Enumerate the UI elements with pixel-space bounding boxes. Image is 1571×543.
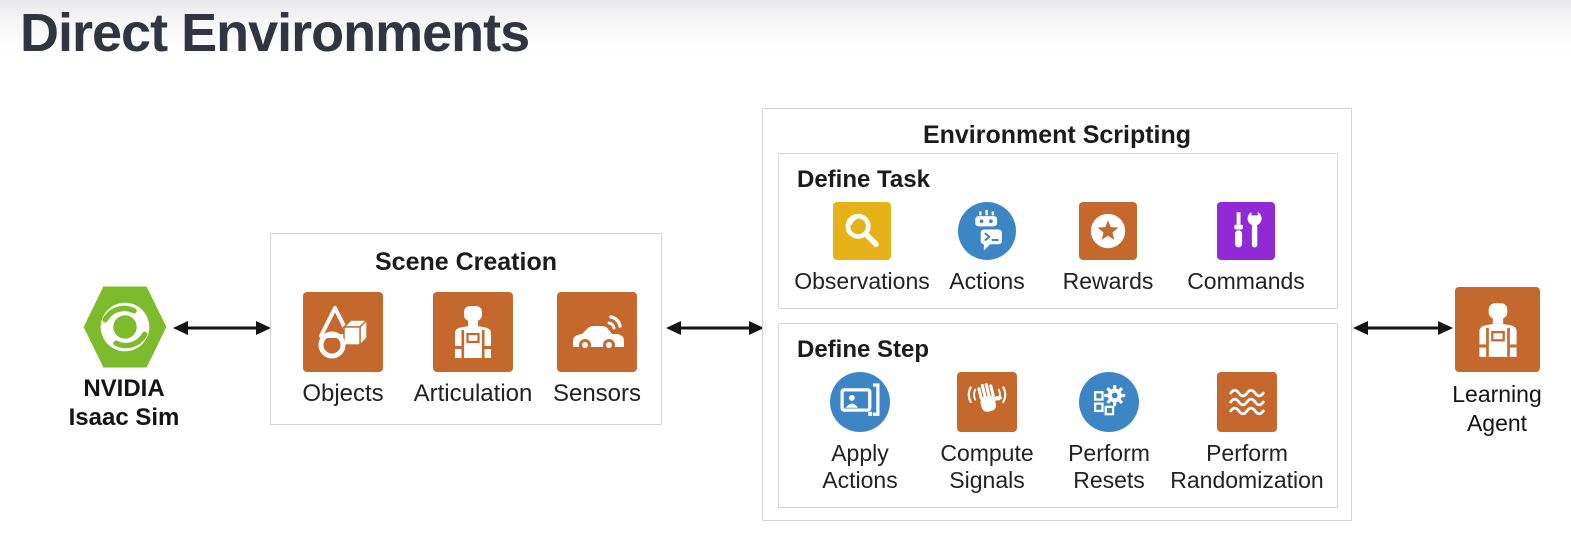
scene-creation-box: Scene Creation Objects xyxy=(270,233,662,425)
isaac-sim-label-line1: NVIDIA xyxy=(83,375,165,402)
magnifier-icon xyxy=(833,202,891,260)
screen-person-icon xyxy=(830,372,890,432)
tile-apply-actions: Apply Actions xyxy=(800,372,920,494)
learning-agent-label-line2: Agent xyxy=(1466,409,1528,436)
objects-icon xyxy=(303,292,383,372)
tile-label: Objects xyxy=(302,380,384,407)
tile-commands: Commands xyxy=(1161,202,1331,295)
double-arrow-icon xyxy=(172,317,272,339)
isaac-sim-label-line2: Isaac Sim xyxy=(68,404,180,432)
tile-label: Rewards xyxy=(1062,268,1154,294)
tile-perform-resets: Perform Resets xyxy=(1044,372,1174,494)
tile-label: Perform Resets xyxy=(1068,440,1150,494)
tile-perform-randomization: Perform Randomization xyxy=(1142,372,1352,494)
tile-label: Articulation xyxy=(413,380,533,407)
tile-label: Apply Actions xyxy=(822,440,898,494)
tools-icon xyxy=(1217,202,1275,260)
nvidia-isaac-sim-logo xyxy=(80,280,170,374)
tile-label: Sensors xyxy=(552,380,642,407)
tile-actions: Actions xyxy=(902,202,1072,295)
define-step-title: Define Step xyxy=(797,336,930,363)
articulation-icon xyxy=(433,292,513,372)
tile-label: Commands xyxy=(1187,268,1305,294)
scene-creation-title: Scene Creation xyxy=(374,248,557,276)
star-badge-icon xyxy=(1079,202,1137,260)
waves-icon xyxy=(1217,372,1277,432)
gear-squares-icon xyxy=(1079,372,1139,432)
tile-rewards: Rewards xyxy=(1023,202,1193,295)
environment-scripting-title: Environment Scripting xyxy=(922,121,1192,149)
tile-sensors: Sensors xyxy=(527,292,667,408)
worker-robot-icon xyxy=(1455,287,1540,372)
tile-label: Actions xyxy=(949,268,1025,294)
environment-scripting-box: Environment Scripting Define Task Observ… xyxy=(762,108,1352,521)
page-title: Direct Environments xyxy=(20,3,530,63)
define-task-title: Define Task xyxy=(797,166,930,193)
define-task-box: Define Task Observations xyxy=(778,153,1338,309)
tile-label: Perform Randomization xyxy=(1170,440,1324,494)
waving-hand-icon xyxy=(957,372,1017,432)
tile-observations: Observations xyxy=(777,202,947,295)
tile-objects: Objects xyxy=(273,292,413,408)
hexagon-logo-icon xyxy=(83,286,167,368)
robot-chat-icon xyxy=(958,202,1016,260)
learning-agent-label: Learning Agent xyxy=(1417,380,1571,438)
tile-label: Observations xyxy=(794,268,930,294)
double-arrow-icon xyxy=(665,317,765,339)
tile-articulation: Articulation xyxy=(403,292,543,408)
double-arrow-icon xyxy=(1352,317,1454,339)
define-step-box: Define Step Apply Actions xyxy=(778,323,1338,508)
car-sensors-icon xyxy=(557,292,637,372)
learning-agent-label-line1: Learning xyxy=(1452,381,1542,407)
tile-compute-signals: Compute Signals xyxy=(912,372,1062,494)
tile-label: Compute Signals xyxy=(940,440,1034,494)
isaac-sim-label: NVIDIA Isaac Sim xyxy=(44,374,204,433)
